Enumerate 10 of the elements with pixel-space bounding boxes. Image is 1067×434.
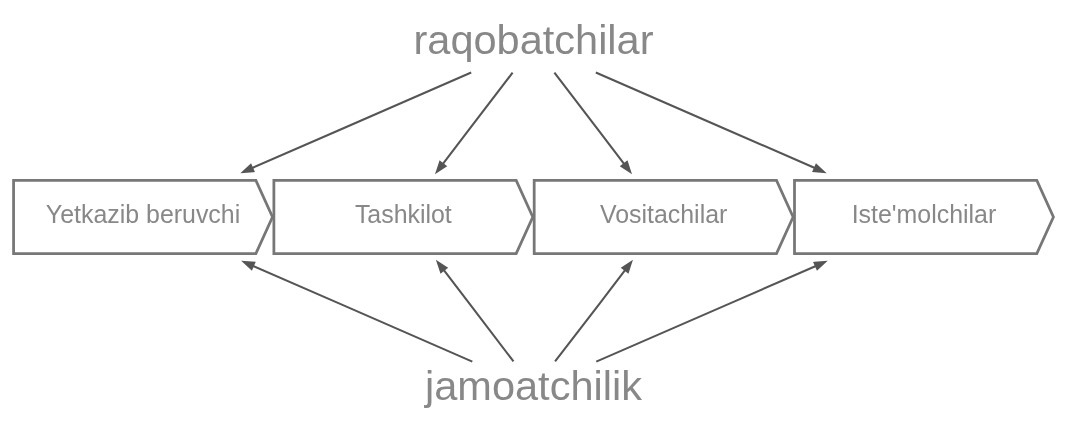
arrow xyxy=(595,71,827,174)
arrow xyxy=(435,72,514,175)
arrow xyxy=(553,72,632,175)
arrow xyxy=(554,259,633,363)
arrow xyxy=(595,260,828,363)
node-text: raqobatchilar xyxy=(413,16,654,64)
arrow xyxy=(435,259,515,363)
node-text: jamoatchilik xyxy=(425,362,642,410)
arrow xyxy=(241,260,473,363)
arrow xyxy=(240,71,472,174)
